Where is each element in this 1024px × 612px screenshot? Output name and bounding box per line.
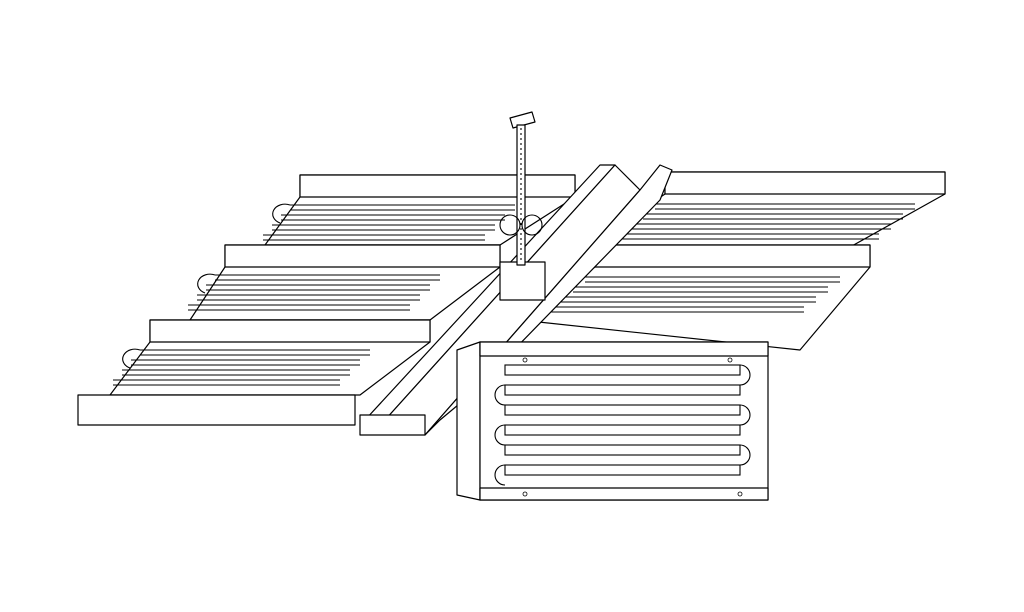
heating-tube xyxy=(504,404,741,416)
tray-flange xyxy=(664,171,946,195)
tray-flange xyxy=(149,319,431,343)
tube-bend xyxy=(494,464,506,486)
tube-bend xyxy=(739,404,751,426)
heating-tube xyxy=(561,296,816,303)
heating-tube xyxy=(197,294,420,301)
heating-tube xyxy=(272,224,495,231)
heating-tube xyxy=(585,276,840,283)
heating-tube xyxy=(549,306,804,313)
heating-tube xyxy=(504,384,741,396)
suspension-rod xyxy=(499,111,543,266)
heating-tube xyxy=(188,304,410,311)
heating-tube xyxy=(504,364,741,376)
left-panels xyxy=(77,174,576,426)
heating-tube xyxy=(281,214,505,221)
tube-bend xyxy=(197,273,216,294)
tray-flange xyxy=(594,244,871,268)
tray-flange xyxy=(299,174,576,198)
bolt xyxy=(522,491,528,497)
heating-tube xyxy=(140,349,370,356)
heating-tube xyxy=(215,274,440,281)
heating-tube xyxy=(504,444,741,456)
heating-tube xyxy=(631,223,891,230)
tube-bend xyxy=(494,424,506,446)
heating-tube xyxy=(290,204,515,211)
tube-bend xyxy=(739,364,751,386)
bolt xyxy=(727,357,733,363)
heating-tube xyxy=(122,369,350,376)
heating-tube xyxy=(619,233,879,240)
tube-bend xyxy=(122,348,141,369)
front-panel xyxy=(456,341,769,501)
left-front-plate xyxy=(77,394,356,426)
tube-bend xyxy=(739,444,751,466)
bolt xyxy=(737,491,743,497)
tube-bend xyxy=(494,384,506,406)
heating-tube xyxy=(131,359,360,366)
heating-tube xyxy=(263,234,485,241)
bolt xyxy=(522,357,528,363)
right-panels xyxy=(519,171,946,351)
heating-tube xyxy=(504,464,741,476)
tray-flange xyxy=(224,244,501,268)
heating-tube xyxy=(504,424,741,436)
tube-bend xyxy=(272,203,291,224)
heating-tube xyxy=(655,203,915,210)
heating-tube xyxy=(113,379,340,386)
heating-tube xyxy=(206,284,430,291)
heating-tube xyxy=(643,213,903,220)
heating-tube xyxy=(573,286,828,293)
